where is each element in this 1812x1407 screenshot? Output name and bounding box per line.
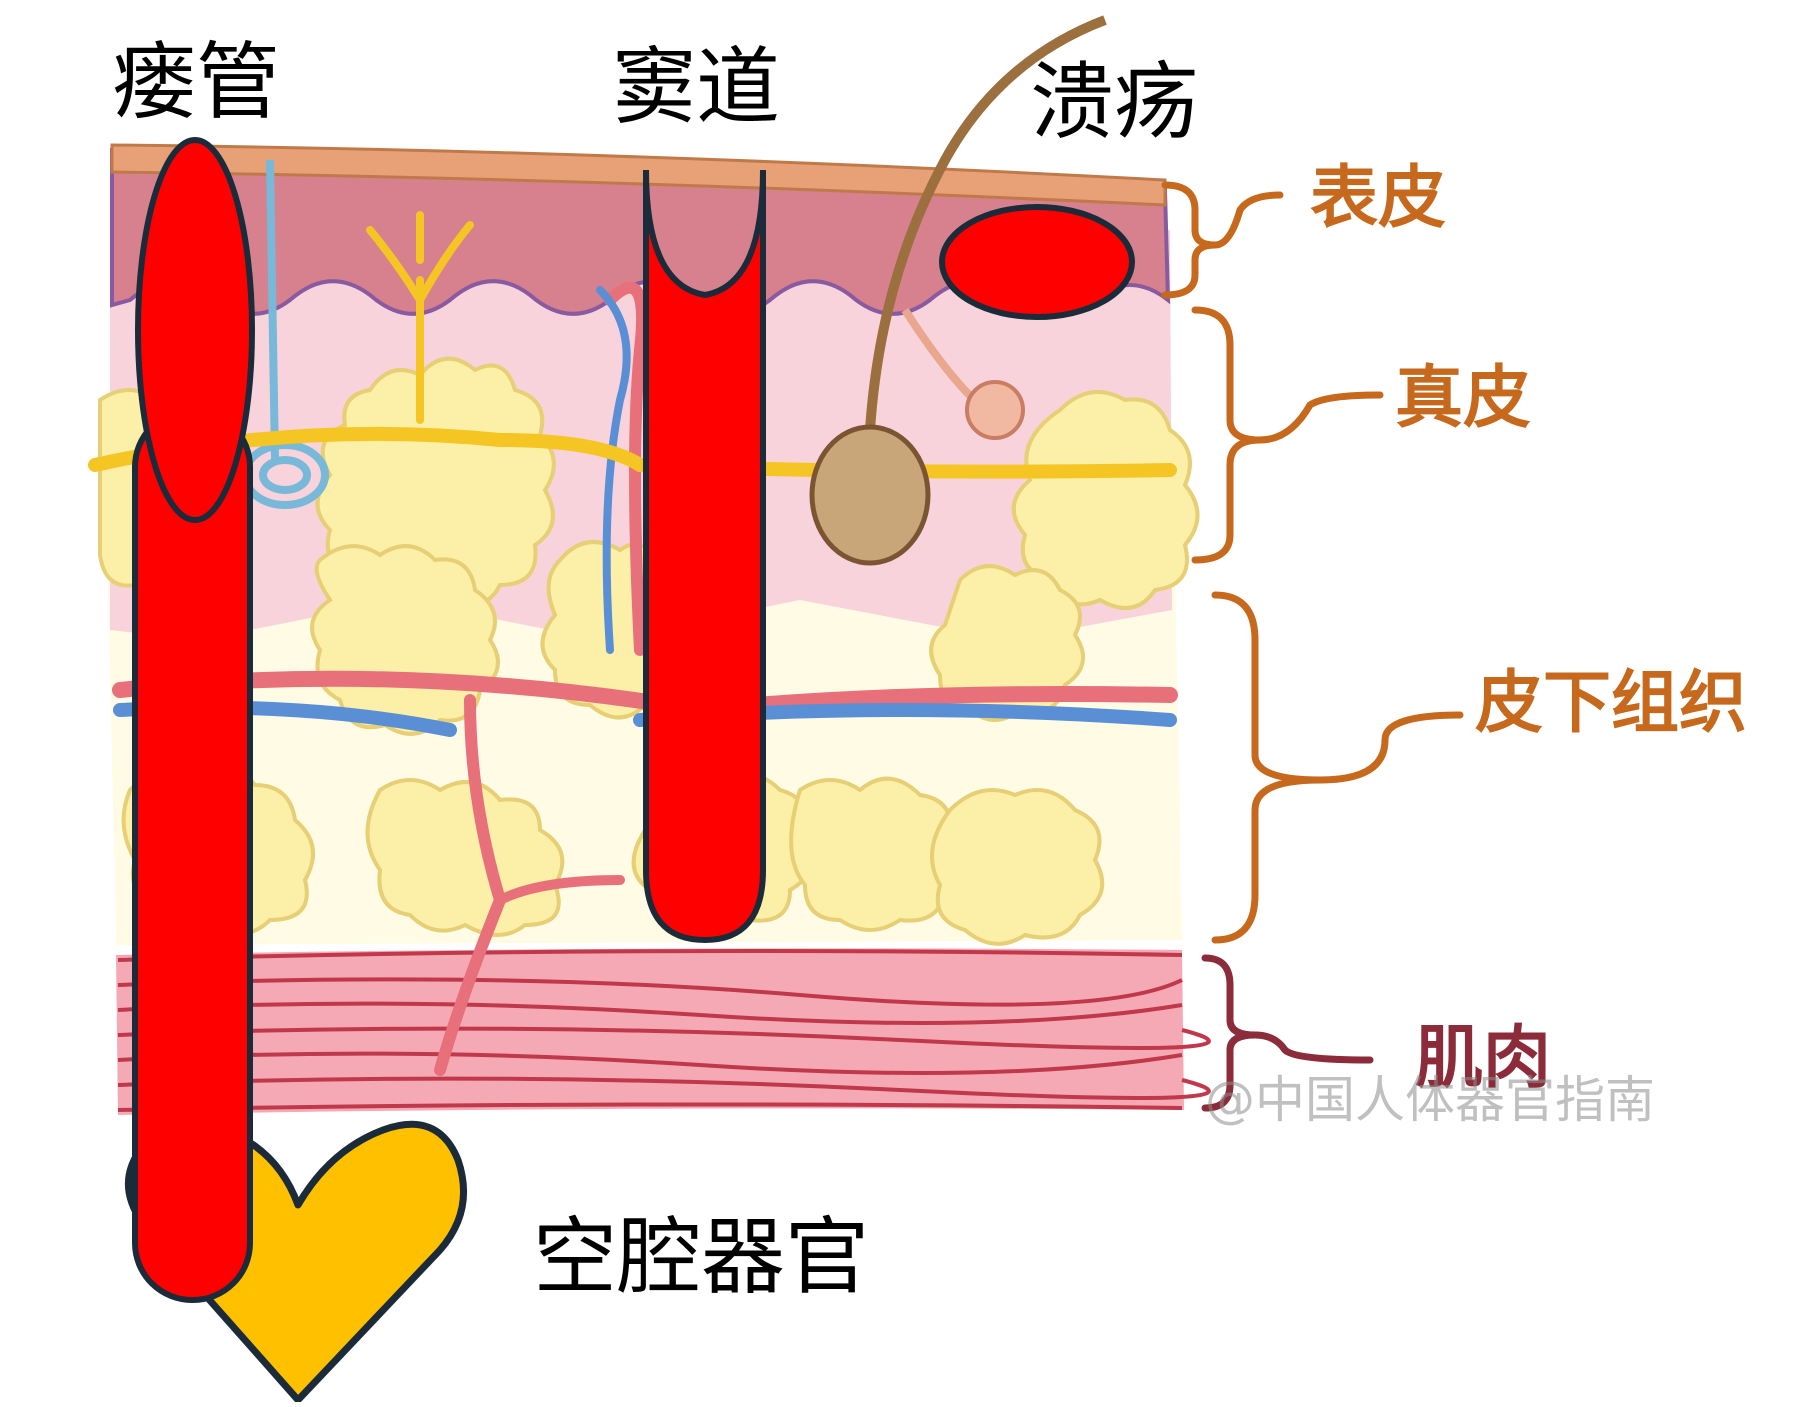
layer-brackets [1161, 181, 1464, 1112]
label-muscle: 肌肉 [1415, 1019, 1552, 1098]
bracket-dermis [1191, 306, 1384, 564]
hair-shaft [865, 15, 1107, 431]
label-sinus: 窦道 [612, 38, 781, 136]
sinus-tract [643, 169, 766, 944]
hair-bulb [809, 424, 931, 566]
bracket-subcutaneous [1211, 591, 1464, 944]
fistula-tract [132, 407, 253, 1303]
label-fistula: 瘘管 [112, 33, 281, 131]
ulcer-lesion [939, 204, 1135, 320]
skin-block [88, 15, 1211, 1115]
label-ulcer: 溃疡 [1030, 53, 1199, 151]
fistula-opening [135, 137, 255, 523]
vein-loop [596, 286, 631, 654]
label-dermis: 真皮 [1395, 359, 1532, 438]
hair-follicle [809, 15, 1107, 566]
stratum-corneum [110, 143, 1167, 207]
artery-branch-2 [495, 875, 625, 905]
watermark: @中国人体器官指南 [1205, 1071, 1655, 1129]
label-subcutaneous: 皮下组织 [1475, 664, 1748, 743]
lesion-overlays [125, 137, 1135, 1404]
bracket-epidermis [1161, 181, 1284, 299]
label-hollow-organ: 空腔器官 [533, 1208, 870, 1306]
label-epidermis: 表皮 [1310, 159, 1447, 238]
nerve [88, 211, 1177, 479]
bracket-muscle [1201, 954, 1374, 1112]
muscle-fibers [117, 949, 1211, 1112]
sebaceous-gland [965, 380, 1025, 440]
artery-loop [604, 281, 648, 656]
